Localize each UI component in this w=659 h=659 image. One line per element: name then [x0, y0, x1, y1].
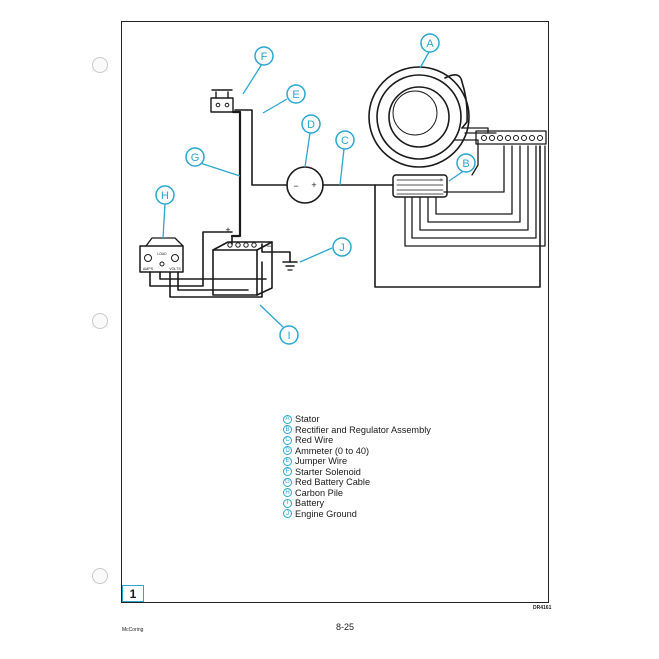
legend-item: F Starter Solenoid — [283, 467, 431, 478]
legend-item: D Ammeter (0 to 40) — [283, 446, 431, 457]
callout-circle-j — [332, 237, 352, 257]
callout-circle-g — [185, 147, 205, 167]
figure-number: 1 — [122, 585, 144, 602]
callout-b: B — [462, 158, 469, 170]
carbon-pile-amps-label: AMPS — [143, 267, 154, 271]
callout-h: H — [161, 190, 169, 202]
legend-letter: F — [283, 467, 292, 477]
legend-item: H Carbon Pile — [283, 488, 431, 499]
stator — [368, 66, 470, 168]
brand-label: McCoring — [122, 627, 144, 633]
legend-letter: G — [283, 477, 292, 487]
legend-label: Engine Ground — [295, 508, 357, 519]
legend-label: Rectifier and Regulator Assembly — [295, 424, 431, 435]
drawing-code: DR4161 — [533, 605, 552, 611]
callout-circle-d — [301, 114, 321, 134]
binder-hole — [92, 57, 108, 73]
legend-letter: D — [283, 446, 292, 456]
legend-label: Carbon Pile — [295, 487, 344, 498]
legend-label: Battery — [295, 498, 325, 508]
legend-letter: I — [283, 498, 292, 508]
legend-letter: C — [283, 435, 292, 445]
legend-item: E Jumper Wire — [283, 456, 431, 467]
callout-c: C — [341, 135, 349, 147]
legend-item: I Battery — [283, 498, 431, 509]
callout-circle-f — [254, 46, 274, 66]
carbon-pile-load-label: LOAD — [157, 252, 167, 256]
callout-circle-a — [420, 33, 440, 53]
callout-circle-h — [155, 185, 175, 205]
callout-circle-c — [335, 130, 355, 150]
legend-letter: H — [283, 488, 292, 498]
battery-plus-symbol: + — [225, 225, 230, 235]
legend-label: Red Wire — [295, 435, 334, 445]
callout-circle-e — [286, 84, 306, 104]
callout-circle-b — [456, 153, 476, 173]
legend-label: Jumper Wire — [295, 456, 348, 466]
carbon-pile-volts-label: VOLTS — [169, 267, 181, 271]
rectifier-plus-symbol: + — [439, 178, 443, 184]
legend-item: B Rectifier and Regulator Assembly — [283, 425, 431, 436]
legend-item: J Engine Ground — [283, 509, 431, 520]
legend-letter: B — [283, 425, 292, 435]
battery — [212, 235, 291, 296]
legend-item: C Red Wire — [283, 435, 431, 446]
engine-ground — [282, 261, 298, 271]
callout-g: G — [191, 152, 200, 164]
callout-j: J — [339, 242, 345, 254]
legend-letter: A — [283, 414, 292, 424]
figure-frame — [121, 21, 549, 603]
callout-a: A — [426, 38, 434, 50]
legend-letter: J — [283, 509, 292, 519]
starter-solenoid — [210, 89, 234, 113]
battery-minus-symbol: − — [266, 241, 271, 251]
callout-d: D — [307, 119, 315, 131]
callout-f: F — [261, 51, 268, 63]
ammeter-plus-symbol: + — [311, 180, 316, 190]
ammeter-minus-symbol: − — [293, 181, 298, 191]
binder-hole — [92, 568, 108, 584]
legend-item: G Red Battery Cable — [283, 477, 431, 488]
legend-label: Red Battery Cable — [295, 477, 371, 487]
legend-label: Starter Solenoid — [295, 466, 361, 477]
legend-letter: E — [283, 456, 292, 466]
legend-label: Ammeter (0 to 40) — [295, 445, 370, 456]
callout-circle-i — [279, 325, 299, 345]
legend-item: A Stator — [283, 414, 431, 425]
callout-i: I — [287, 330, 290, 342]
binder-hole — [92, 313, 108, 329]
page-number: 8-25 — [336, 622, 355, 632]
legend-label: Stator — [295, 414, 320, 424]
callout-e: E — [292, 89, 299, 101]
terminal-block — [475, 130, 547, 145]
legend: A Stator B Rectifier and Regulator Assem… — [283, 414, 431, 519]
